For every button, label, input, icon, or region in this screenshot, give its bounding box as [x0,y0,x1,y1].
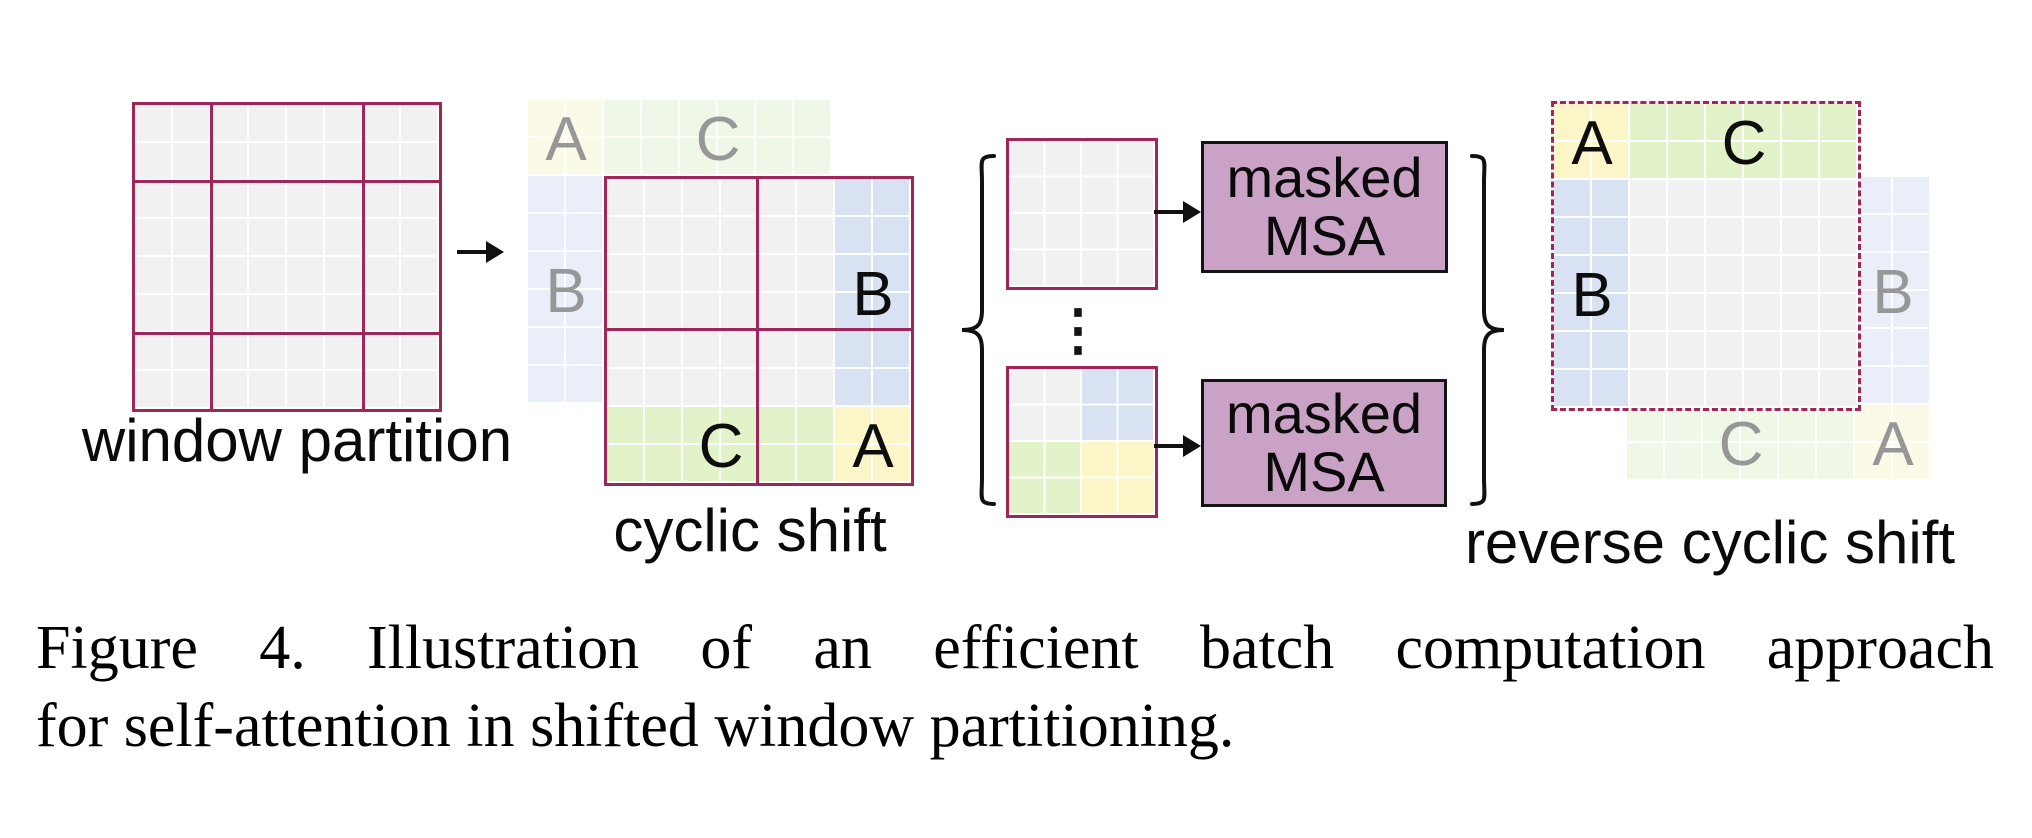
caption-line-1: Figure 4. Illustration of an efficient b… [36,614,1994,682]
window-line [756,179,759,483]
masked-msa-box-top: masked MSA [1201,141,1448,273]
vertical-ellipsis: ⋮ [1050,298,1106,361]
grid-cells [135,105,439,409]
region-label-c: C [698,412,744,481]
ghost-label-a: A [545,105,587,174]
region-label-b: B [1571,261,1613,330]
caption-line-2: for self-attention in shifted window par… [36,691,1235,760]
grid-cells [1009,141,1155,287]
batch-window-masked-grid [1006,366,1158,518]
quad-b-blue [1082,369,1155,442]
masked-msa-line1: masked [1226,145,1423,209]
region-label-b: B [852,260,894,329]
partition-line [362,105,365,409]
quad-a-yellow [1082,442,1155,515]
region-label-a: A [1571,109,1613,178]
region-label-a: A [852,412,894,481]
cyclic-shift-label: cyclic shift [613,497,887,564]
partition-line [210,105,213,409]
ghost-label-b: B [1872,258,1914,327]
partition-line [135,332,439,335]
masked-msa-box-bottom: masked MSA [1201,379,1447,507]
cyclic-shift-grid: B C A [604,176,914,486]
quad-c-green [1009,442,1082,515]
window-partition-label: window partition [81,407,513,474]
ghost-label-c: C [1718,410,1764,479]
masked-msa-line2: MSA [1263,440,1385,503]
right-arrow-icon [1154,435,1201,457]
region-label-c: C [1721,109,1767,178]
right-arrow-icon [1154,201,1201,223]
right-brace-icon [1470,154,1505,506]
ghost-label-a: A [1872,410,1914,479]
reverse-shift-grid: A C B [1551,101,1861,411]
masked-msa-line1: masked [1225,381,1423,445]
ghost-label-b: B [545,257,587,326]
reverse-cyclic-shift-label: reverse cyclic shift [1464,509,1956,576]
right-arrow-icon [457,241,504,263]
figure-caption: Figure 4. Illustration of an efficient b… [36,610,1994,765]
ghost-label-c: C [695,105,741,174]
left-brace-icon [961,154,996,506]
masked-msa-line2: MSA [1263,204,1386,267]
window-partition-grid [132,102,442,412]
partition-line [135,180,439,183]
batch-window-plain-grid [1006,138,1158,290]
